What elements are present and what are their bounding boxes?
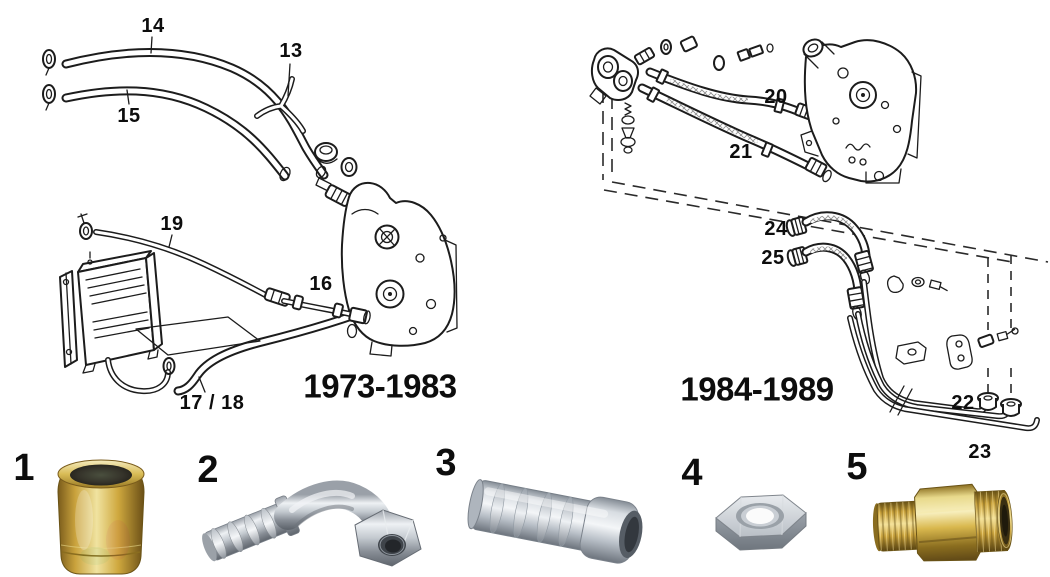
part-number-5: 5 bbox=[846, 446, 868, 488]
callout-17-18: 17 / 18 bbox=[179, 392, 245, 414]
callout-25: 25 bbox=[761, 247, 785, 269]
cooler-mounting-plate bbox=[135, 316, 261, 356]
hose-14-drawing bbox=[61, 48, 329, 180]
part-photo-ferrule bbox=[57, 459, 145, 575]
part-photos bbox=[57, 459, 1013, 575]
diagram-1973-1983-illustration bbox=[42, 36, 458, 396]
part-photo-elbow-fitting bbox=[202, 480, 422, 567]
hose-16-drawing bbox=[281, 294, 371, 325]
callout-15: 15 bbox=[117, 105, 141, 127]
part-number-2: 2 bbox=[197, 449, 219, 491]
callout-19: 19 bbox=[160, 213, 184, 235]
callout-23: 23 bbox=[968, 441, 992, 463]
hose-24-drawing bbox=[785, 211, 874, 285]
part-photo-hose-mender bbox=[467, 479, 643, 564]
callout-14: 14 bbox=[141, 15, 165, 37]
cooler-stub-hose bbox=[105, 357, 176, 395]
part-number-1: 1 bbox=[13, 447, 35, 489]
engine-cover-late bbox=[800, 38, 922, 184]
flanged-nuts-22 bbox=[977, 392, 1022, 417]
hose-15-drawing bbox=[61, 86, 291, 182]
callout-22: 22 bbox=[951, 392, 975, 414]
hose-17-18-drawing bbox=[173, 295, 399, 396]
banjo-fittings-cluster bbox=[633, 35, 774, 71]
callout-16: 16 bbox=[309, 273, 333, 295]
part-number-3: 3 bbox=[435, 442, 457, 484]
alignment-dashes bbox=[602, 90, 1049, 402]
era-label-1984-1989: 1984-1989 bbox=[680, 370, 834, 408]
oil-filter-console bbox=[589, 47, 639, 154]
part-number-4: 4 bbox=[681, 452, 703, 494]
diagram-1984-1989-illustration bbox=[589, 35, 1049, 432]
oil-cooler bbox=[59, 250, 163, 374]
bracket-hardware bbox=[886, 275, 1019, 370]
engine-cover-early bbox=[340, 181, 458, 357]
hose-21-drawing bbox=[637, 83, 832, 183]
part-photo-union-fitting bbox=[872, 483, 1013, 562]
callout-13: 13 bbox=[279, 40, 303, 62]
hose-clamps bbox=[42, 49, 56, 111]
part-photo-hex-nut bbox=[715, 494, 807, 551]
callout-21: 21 bbox=[729, 141, 753, 163]
era-label-1973-1983: 1973-1983 bbox=[303, 367, 457, 405]
callout-24: 24 bbox=[764, 218, 788, 240]
hose-25-drawing bbox=[786, 242, 866, 321]
callout-20: 20 bbox=[764, 86, 788, 108]
leader-lines-left bbox=[126, 36, 291, 393]
